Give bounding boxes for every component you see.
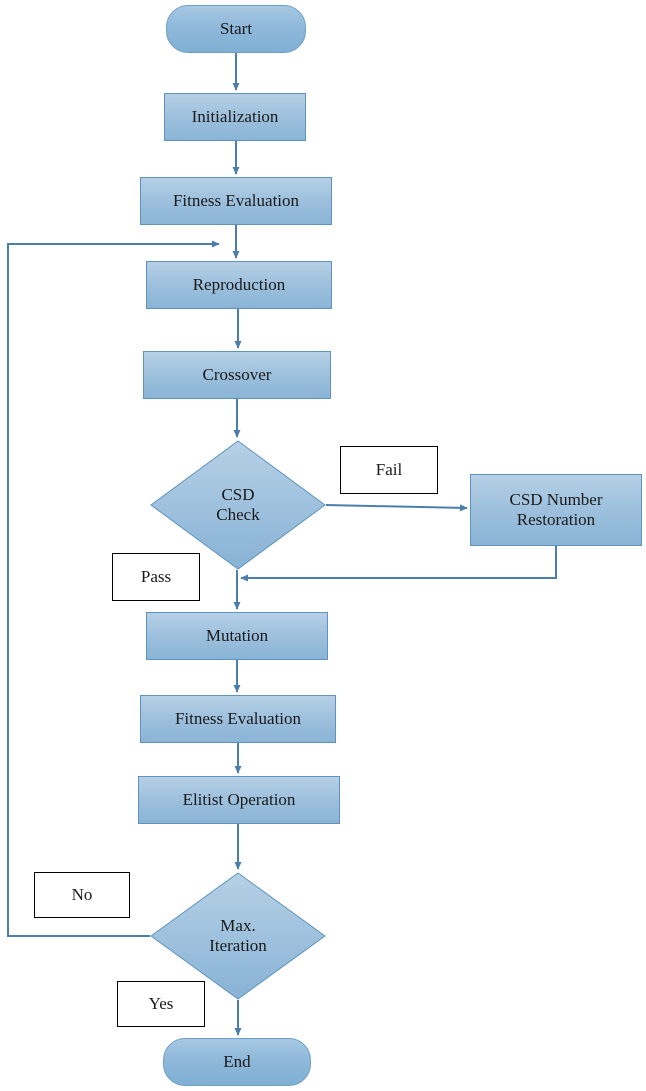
node-initialization: Initialization xyxy=(164,93,306,141)
edge-label-fail: Fail xyxy=(340,446,438,494)
node-label: Mutation xyxy=(205,626,269,646)
diamond-shape xyxy=(150,440,326,570)
edge-label-text: No xyxy=(71,885,93,905)
node-label: Max. Iteration xyxy=(209,915,267,955)
node-label: Elitist Operation xyxy=(182,790,296,810)
edge-label-text: Pass xyxy=(140,567,172,587)
node-mutation: Mutation xyxy=(146,612,328,660)
node-csd-check: CSD Check xyxy=(150,440,326,570)
node-end: End xyxy=(163,1038,311,1086)
node-label-wrap: CSD Check xyxy=(150,440,326,570)
edge-label-text: Yes xyxy=(148,994,174,1014)
edge-label-pass: Pass xyxy=(112,553,200,601)
node-label: Crossover xyxy=(202,365,272,385)
node-label: Fitness Evaluation xyxy=(174,709,302,729)
node-fitness-evaluation-1: Fitness Evaluation xyxy=(140,177,332,225)
node-label: CSD Number Restoration xyxy=(509,490,603,529)
node-label: CSD Check xyxy=(216,484,260,524)
node-csd-number-restoration: CSD Number Restoration xyxy=(470,474,642,546)
node-label: End xyxy=(223,1052,251,1072)
node-label: Start xyxy=(219,19,253,39)
node-crossover: Crossover xyxy=(143,351,331,399)
node-label: Fitness Evaluation xyxy=(172,191,300,211)
node-label: Reproduction xyxy=(192,275,286,295)
node-start: Start xyxy=(166,5,306,53)
edge-label-text: Fail xyxy=(375,460,403,480)
node-max-iteration: Max. Iteration xyxy=(150,872,326,1000)
edge-label-no: No xyxy=(34,872,130,918)
node-fitness-evaluation-2: Fitness Evaluation xyxy=(140,695,336,743)
diamond-shape xyxy=(150,872,326,1000)
node-label-wrap: Max. Iteration xyxy=(150,872,326,1000)
node-label: Initialization xyxy=(191,107,279,127)
edge-label-yes: Yes xyxy=(117,981,205,1027)
node-elitist-operation: Elitist Operation xyxy=(138,776,340,824)
node-reproduction: Reproduction xyxy=(146,261,332,309)
